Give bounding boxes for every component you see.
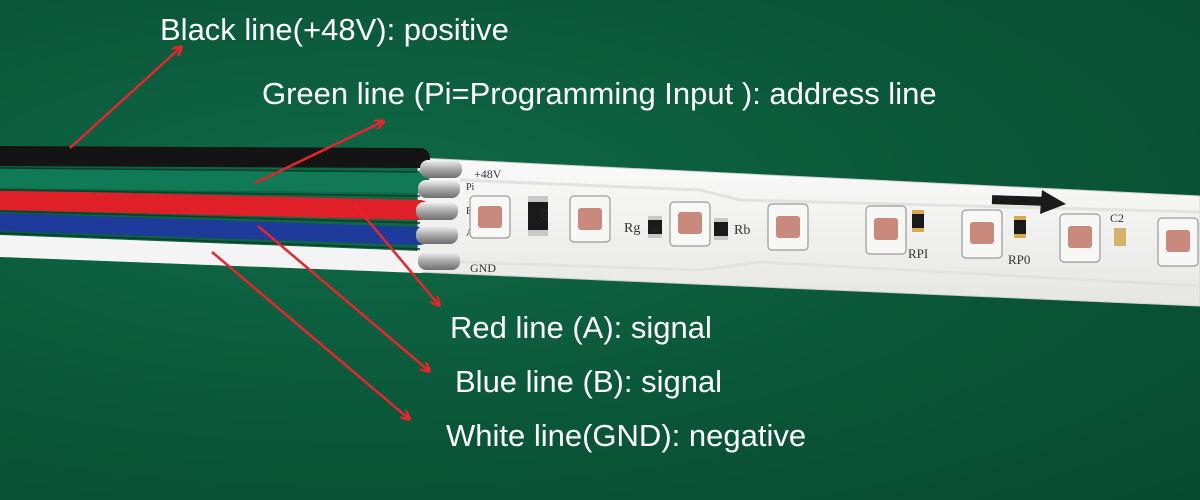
wire-black [0,146,430,168]
annotation-arrows [69,48,438,418]
arrow-blue-line [257,225,428,370]
resistor-rg-code: 122 [649,228,658,234]
direction-arrow-icon [991,190,1066,214]
arrow-green-line [254,122,382,185]
label-white-line: White line(GND): negative [446,418,807,453]
resistor-code: 272 [540,209,550,223]
solder-pads [416,160,462,270]
wire-white [0,235,431,273]
solder-pad-48v [420,160,462,178]
pcb-label-gnd: GND [470,261,496,275]
pcb-label-pi: Pi [466,182,475,193]
label-black-line: Black line(+48V): positive [160,12,509,47]
resistor-272 [528,196,548,236]
solder-pad-pi [418,180,460,198]
solder-pad-gnd [418,252,460,270]
label-red-line: Red line (A): signal [450,310,712,345]
label-green-line: Green line (Pi=Programming Input ): addr… [262,76,937,111]
capacitor-c2 [1114,228,1126,246]
smd-resistors: 272 122 [528,196,1126,246]
resistor-rpi [912,210,924,232]
resistor-rb [714,218,728,240]
pcb-label-c2: C2 [1110,211,1124,225]
label-blue-line: Blue line (B): signal [455,364,723,399]
solder-pad-b [416,202,458,220]
led-emitters [478,206,1190,252]
pcb-label-rg: Rg [624,221,640,236]
resistor-rg [648,216,662,238]
pcb-label-rb: Rb [734,223,750,238]
arrow-red-line [354,204,438,304]
resistor-rp0 [1014,216,1026,238]
wire-bundle [0,146,431,273]
pcb-label-rp0: RP0 [1008,252,1030,267]
wire-blue [0,213,429,245]
arrow-black-line [69,48,180,149]
wire-green [0,168,430,193]
pcb-label-48v: +48V [474,167,502,181]
solder-pad-a [416,226,458,244]
wire-red [0,190,430,220]
pcb-label-rpi: RPI [908,246,928,261]
arrow-white-line [211,251,408,418]
pcb-traces [459,178,1200,288]
